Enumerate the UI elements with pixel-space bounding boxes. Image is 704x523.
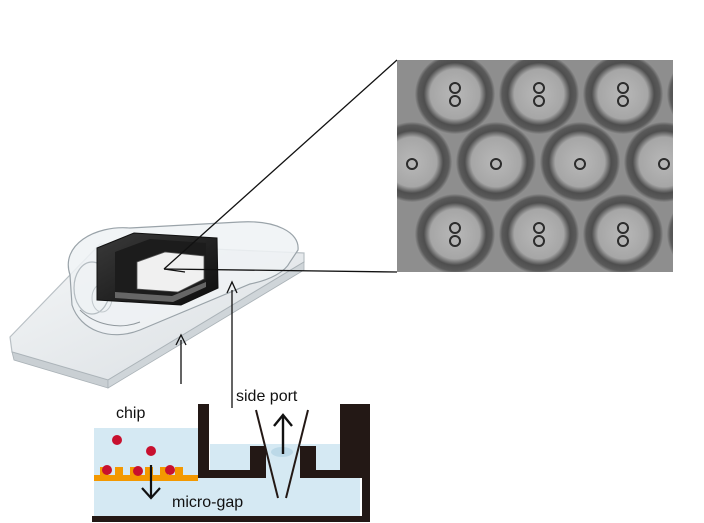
microwell — [456, 122, 536, 202]
cells — [102, 435, 175, 476]
microwell — [397, 122, 452, 202]
trapped-cell — [617, 95, 629, 107]
trapped-cell — [533, 95, 545, 107]
microscopy-image — [397, 60, 673, 272]
trapped-cell — [617, 82, 629, 94]
trapped-cell — [533, 235, 545, 247]
arrow-down-icon — [141, 465, 161, 500]
microwell — [415, 194, 495, 272]
microwell — [499, 194, 579, 272]
cell-trapped — [165, 465, 175, 475]
cell-floating — [146, 446, 156, 456]
trapped-cell — [449, 222, 461, 234]
microwell — [540, 122, 620, 202]
trapped-cell — [449, 95, 461, 107]
trapped-cell — [617, 222, 629, 234]
chip-label: chip — [116, 405, 145, 422]
zoom-lines — [163, 59, 398, 273]
microwell — [499, 60, 579, 134]
trapped-cell — [406, 158, 418, 170]
cross-section-schematic: side port chip micro-gap — [92, 388, 370, 522]
microwell — [667, 72, 673, 116]
side-port-label: side port — [236, 388, 298, 405]
trapped-cell — [449, 235, 461, 247]
cell-trapped — [102, 465, 112, 475]
device-illustration — [9, 221, 305, 389]
cell-floating — [112, 435, 122, 445]
liquid-micro-gap — [94, 478, 360, 516]
pointer-arrows — [175, 280, 238, 408]
trapped-cell — [449, 82, 461, 94]
microwell — [583, 194, 663, 272]
chamber-walls — [92, 404, 370, 522]
trapped-cell — [574, 158, 586, 170]
microwell — [583, 60, 663, 134]
microwell — [624, 122, 673, 202]
pipette-tip — [255, 409, 309, 499]
cell-trapped — [133, 466, 143, 476]
trapped-cell — [533, 222, 545, 234]
trapped-cell — [658, 158, 670, 170]
trapped-cell — [617, 235, 629, 247]
microwell — [415, 60, 495, 134]
trapped-cell — [490, 158, 502, 170]
arrow-up-icon — [273, 413, 293, 454]
micro-gap-label: micro-gap — [172, 494, 243, 511]
microwell — [667, 212, 673, 256]
trapped-cell — [533, 82, 545, 94]
